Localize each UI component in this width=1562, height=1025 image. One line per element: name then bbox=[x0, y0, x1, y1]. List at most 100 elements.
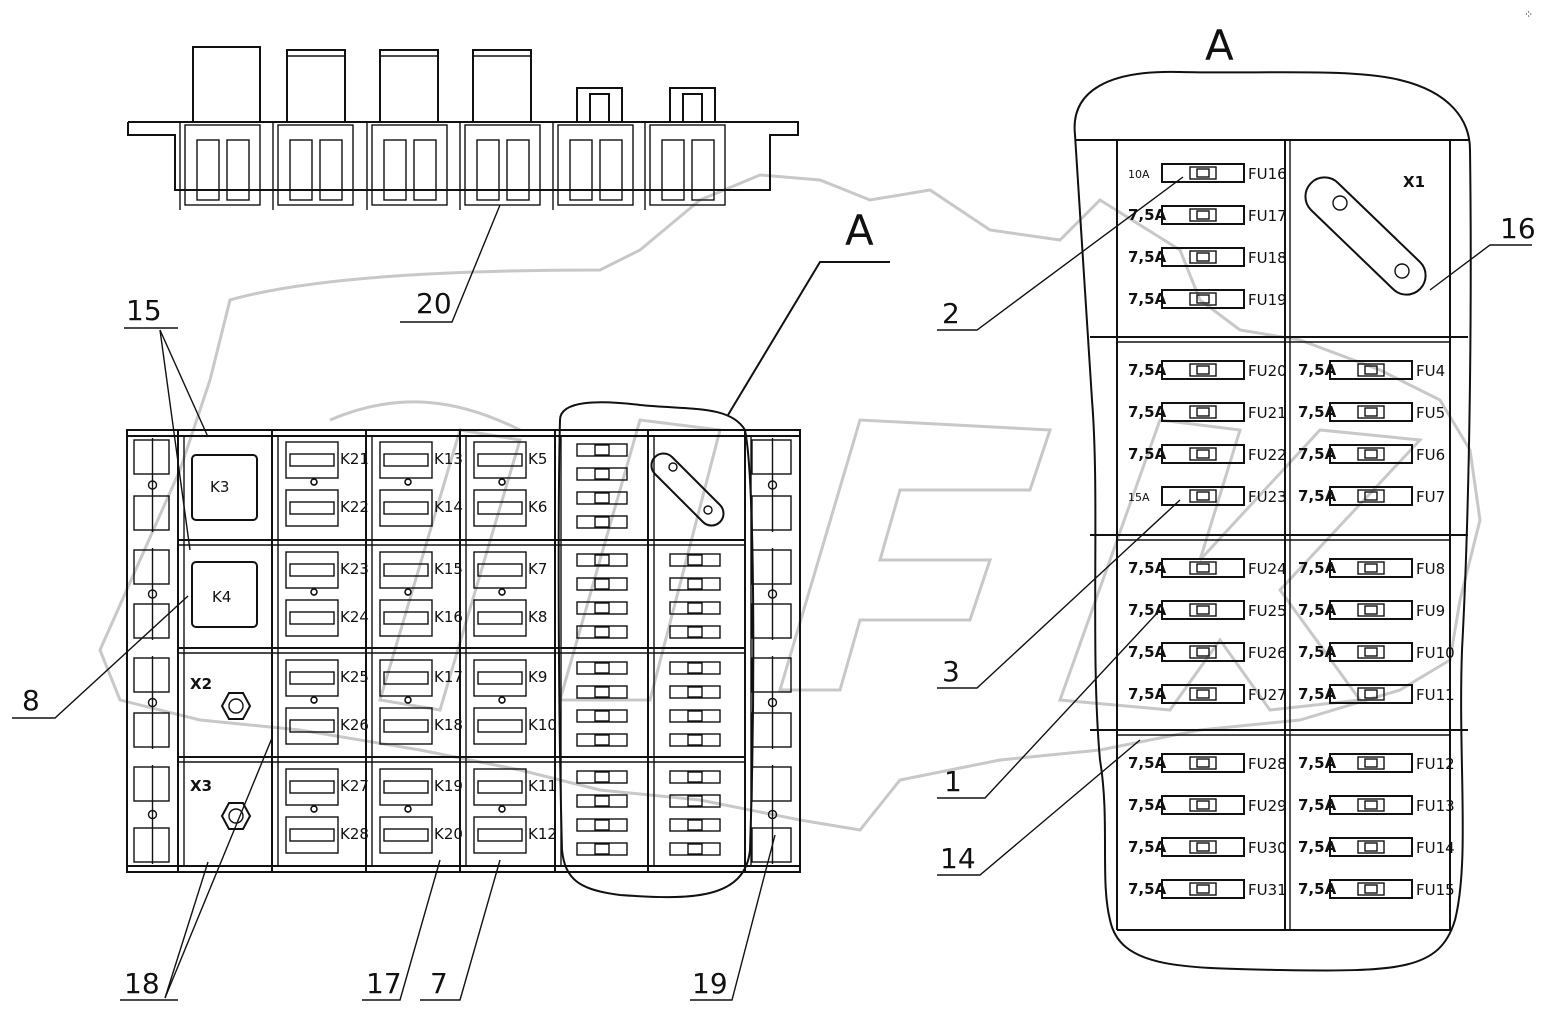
fuse-rating: 7,5A bbox=[1298, 361, 1337, 379]
callout-7: 7 bbox=[430, 967, 448, 1000]
end-cap bbox=[133, 548, 170, 640]
fuse-fu27 bbox=[1161, 684, 1245, 704]
relay-k3 bbox=[191, 454, 258, 521]
relay-label: K24 bbox=[340, 608, 369, 626]
relay-label: K26 bbox=[340, 716, 369, 734]
relay-label: K18 bbox=[434, 716, 463, 734]
relay-k19: K19 bbox=[379, 768, 463, 813]
side-view bbox=[127, 46, 799, 210]
fuse-rating: 7,5A bbox=[1128, 248, 1167, 266]
fuse-fu25 bbox=[1161, 600, 1245, 620]
fuse-slot bbox=[576, 467, 628, 481]
fuse-slot bbox=[669, 709, 721, 723]
fuse-rating: 7,5A bbox=[1128, 445, 1167, 463]
relay-k15: K15 bbox=[379, 551, 463, 596]
fuse-slot bbox=[669, 601, 721, 615]
fuse-rating: 7,5A bbox=[1128, 838, 1167, 856]
fuse-rating: 10A bbox=[1128, 168, 1150, 181]
connector-x3-label: X3 bbox=[190, 777, 212, 795]
fuse-slot bbox=[576, 842, 628, 856]
fuse-fu6 bbox=[1329, 444, 1413, 464]
relay-label: K9 bbox=[528, 668, 547, 686]
side-module bbox=[272, 122, 354, 210]
fuse-fu29 bbox=[1161, 795, 1245, 815]
callout-1: 1 bbox=[944, 765, 962, 798]
fuse-label: FU12 bbox=[1416, 755, 1455, 773]
relay-k6: K6 bbox=[473, 478, 547, 527]
relay-k11: K11 bbox=[473, 768, 557, 813]
fuse-fu31 bbox=[1161, 879, 1245, 899]
relay-label: K7 bbox=[528, 560, 547, 578]
fuse-fu22 bbox=[1161, 444, 1245, 464]
relay-label: K22 bbox=[340, 498, 369, 516]
fuse-label: FU10 bbox=[1416, 644, 1455, 662]
fuse-fu18 bbox=[1161, 247, 1245, 267]
fuse-label: FU17 bbox=[1248, 207, 1287, 225]
fuse-slot bbox=[669, 577, 721, 591]
fuse-slot bbox=[576, 770, 628, 784]
fuse-fu26 bbox=[1161, 642, 1245, 662]
detail-a-marker: A bbox=[845, 206, 874, 255]
side-module bbox=[644, 122, 726, 210]
relay-k7: K7 bbox=[473, 551, 547, 596]
detail-a-leader bbox=[727, 261, 890, 416]
fuse-label: FU28 bbox=[1248, 755, 1287, 773]
callout-3: 3 bbox=[942, 655, 960, 688]
fuse-fu24 bbox=[1161, 558, 1245, 578]
fuse-slot bbox=[669, 770, 721, 784]
fuse-rating: 7,5A bbox=[1298, 838, 1337, 856]
detail-a-outline bbox=[557, 401, 755, 899]
connector-x2-label: X2 bbox=[190, 675, 212, 693]
relay-k8: K8 bbox=[473, 588, 547, 637]
fuse-rating: 15A bbox=[1128, 491, 1150, 504]
fuse-rating: 7,5A bbox=[1128, 643, 1167, 661]
fuse-label: FU18 bbox=[1248, 249, 1287, 267]
fuse-label: FU31 bbox=[1248, 881, 1287, 899]
fuse-fu19 bbox=[1161, 289, 1245, 309]
fuse-slot bbox=[576, 577, 628, 591]
detail-view-title: A bbox=[1205, 21, 1234, 70]
relay-k16: K16 bbox=[379, 588, 463, 637]
relay-label: K14 bbox=[434, 498, 463, 516]
fuse-slot bbox=[576, 515, 628, 529]
fuse-slot bbox=[576, 443, 628, 457]
fuse-fu9 bbox=[1329, 600, 1413, 620]
relay-label: K11 bbox=[528, 777, 557, 795]
relay-k21: K21 bbox=[285, 441, 369, 486]
fuse-slot bbox=[669, 818, 721, 832]
fuse-slot bbox=[669, 553, 721, 567]
callout-2: 2 bbox=[942, 297, 960, 330]
fuse-slot bbox=[669, 842, 721, 856]
fuse-label: FU21 bbox=[1248, 404, 1287, 422]
relay-k10: K10 bbox=[473, 696, 557, 745]
callout-16: 16 bbox=[1500, 212, 1536, 245]
fuse-rating: 7,5A bbox=[1298, 643, 1337, 661]
fuse-label: FU11 bbox=[1416, 686, 1455, 704]
relay-label: K19 bbox=[434, 777, 463, 795]
relay-label: K28 bbox=[340, 825, 369, 843]
fuse-rating: 7,5A bbox=[1128, 796, 1167, 814]
fuse-fu28 bbox=[1161, 753, 1245, 773]
callout-17: 17 bbox=[366, 967, 402, 1000]
relay-label: K15 bbox=[434, 560, 463, 578]
end-cap bbox=[751, 438, 792, 532]
fuse-fu10 bbox=[1329, 642, 1413, 662]
fuse-slot bbox=[669, 685, 721, 699]
fuse-fu21 bbox=[1161, 402, 1245, 422]
fuse-fu17 bbox=[1161, 205, 1245, 225]
relay-label: K17 bbox=[434, 668, 463, 686]
end-cap bbox=[133, 438, 170, 532]
connector-x1-strap-small bbox=[650, 452, 725, 527]
side-module bbox=[552, 122, 634, 210]
fuse-rating: 7,5A bbox=[1298, 685, 1337, 703]
fuse-rating: 7,5A bbox=[1128, 559, 1167, 577]
relay-k13: K13 bbox=[379, 441, 463, 486]
fuse-label: FU30 bbox=[1248, 839, 1287, 857]
fuse-slot bbox=[576, 661, 628, 675]
fuse-fu12 bbox=[1329, 753, 1413, 773]
fuse-rating: 7,5A bbox=[1298, 487, 1337, 505]
fuse-label: FU19 bbox=[1248, 291, 1287, 309]
